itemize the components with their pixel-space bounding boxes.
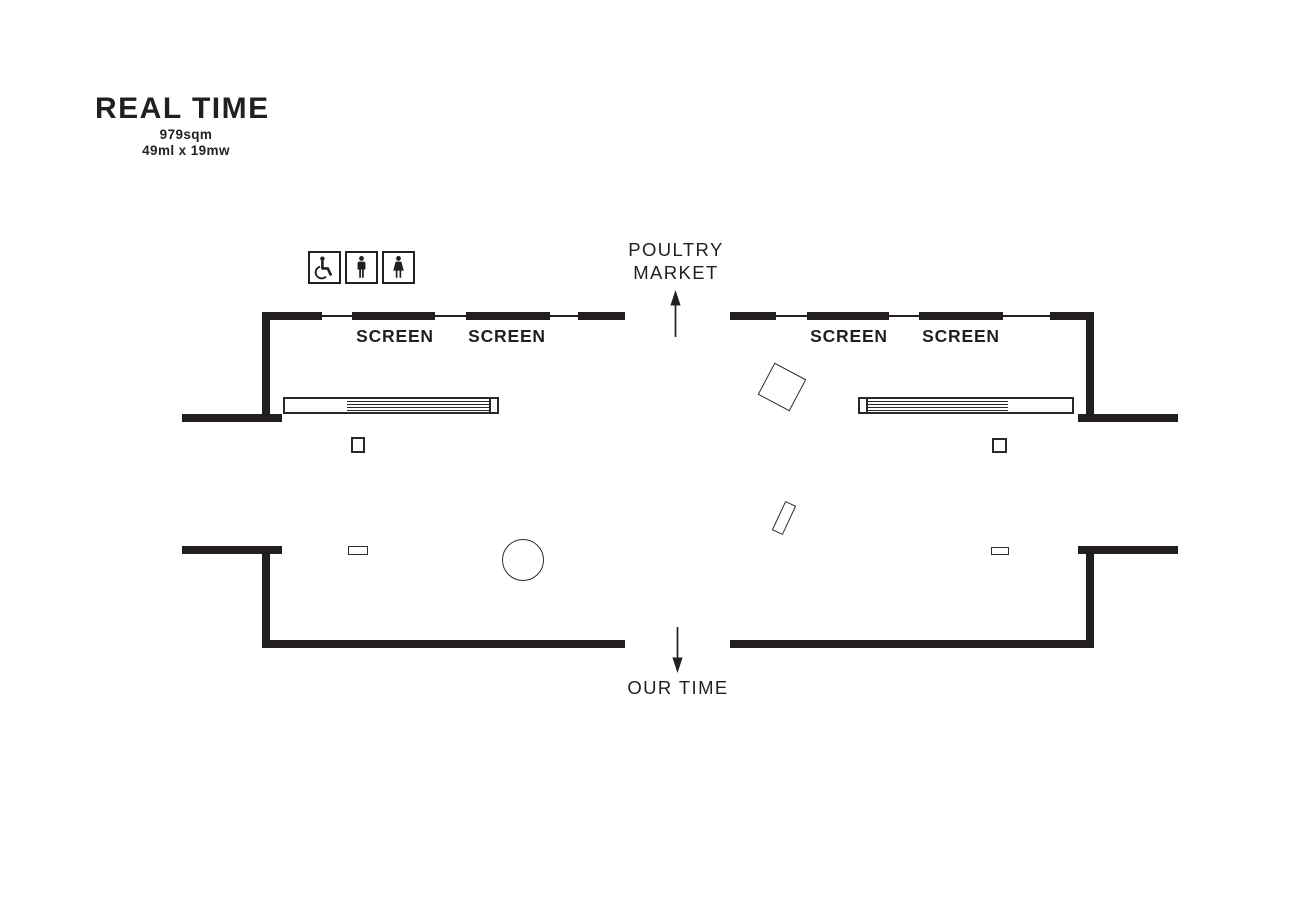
accessible-restroom-sign — [308, 251, 341, 284]
wall-left-entry-lower — [182, 546, 282, 554]
our-time-label: OUR TIME — [627, 677, 729, 698]
wall-right-lower — [1086, 546, 1094, 648]
counter-slat — [347, 407, 489, 409]
screen-label-4: SCREEN — [922, 326, 1000, 346]
counter-slat — [868, 410, 1008, 412]
screen-panel-2 — [466, 312, 550, 320]
counter-right — [858, 397, 1074, 414]
poultry-market-line2: MARKET — [633, 262, 719, 283]
counter-slat — [347, 410, 489, 412]
screen-label-2: SCREEN — [468, 326, 546, 346]
wall-right-entry-lower — [1078, 546, 1178, 554]
wall-left-lower — [262, 546, 270, 648]
wall-top-left-thinline — [262, 315, 625, 317]
marker-rect-right — [991, 547, 1009, 555]
tilted-square-table — [757, 362, 807, 412]
counter-slat — [347, 401, 489, 403]
man-icon — [357, 256, 366, 278]
plan-dimensions-label: 49ml x 19mw — [142, 143, 230, 158]
screen-panel-3 — [807, 312, 889, 320]
womens-restroom-sign — [382, 251, 415, 284]
round-table — [502, 539, 544, 581]
wall-top-right-thinline — [730, 315, 1094, 317]
counter-slat — [868, 401, 1008, 403]
screen-label-3: SCREEN — [810, 326, 888, 346]
wall-top-left-segment — [262, 312, 322, 320]
counter-slat — [868, 404, 1008, 406]
screen-label-1: SCREEN — [356, 326, 434, 346]
wall-left-entry-upper — [182, 414, 282, 422]
screen-panel-1 — [352, 312, 435, 320]
counter-slat — [347, 404, 489, 406]
marker-rect-left — [348, 546, 368, 555]
arrow-down-icon — [672, 627, 683, 673]
restroom-sign — [308, 251, 415, 284]
wheelchair-icon — [314, 256, 333, 280]
column-marker-right — [992, 438, 1007, 453]
plan-title: REAL TIME — [95, 92, 270, 125]
column-marker-left — [351, 437, 365, 453]
wall-bottom-left — [262, 640, 625, 648]
woman-icon — [393, 256, 404, 278]
counter-divider — [489, 399, 491, 412]
wall-right-entry-upper — [1078, 414, 1178, 422]
poultry-market-label: POULTRY MARKET — [600, 238, 752, 284]
tilted-bench — [771, 500, 797, 536]
counter-divider — [866, 399, 868, 412]
wall-top-right-segment — [730, 312, 776, 320]
wall-top-left-segment — [578, 312, 625, 320]
title-block: REAL TIME 979sqm 49ml x 19mw — [95, 92, 277, 158]
arrow-up-icon — [670, 290, 681, 337]
counter-slat — [868, 407, 1008, 409]
poultry-market-line1: POULTRY — [628, 239, 724, 260]
plan-area-label: 979sqm — [159, 127, 213, 142]
wall-top-right-segment — [1050, 312, 1094, 320]
counter-left — [283, 397, 499, 414]
wall-bottom-right — [730, 640, 1094, 648]
wall-left-upper — [262, 312, 270, 422]
mens-restroom-sign — [345, 251, 378, 284]
screen-panel-4 — [919, 312, 1003, 320]
wall-right-upper — [1086, 312, 1094, 422]
